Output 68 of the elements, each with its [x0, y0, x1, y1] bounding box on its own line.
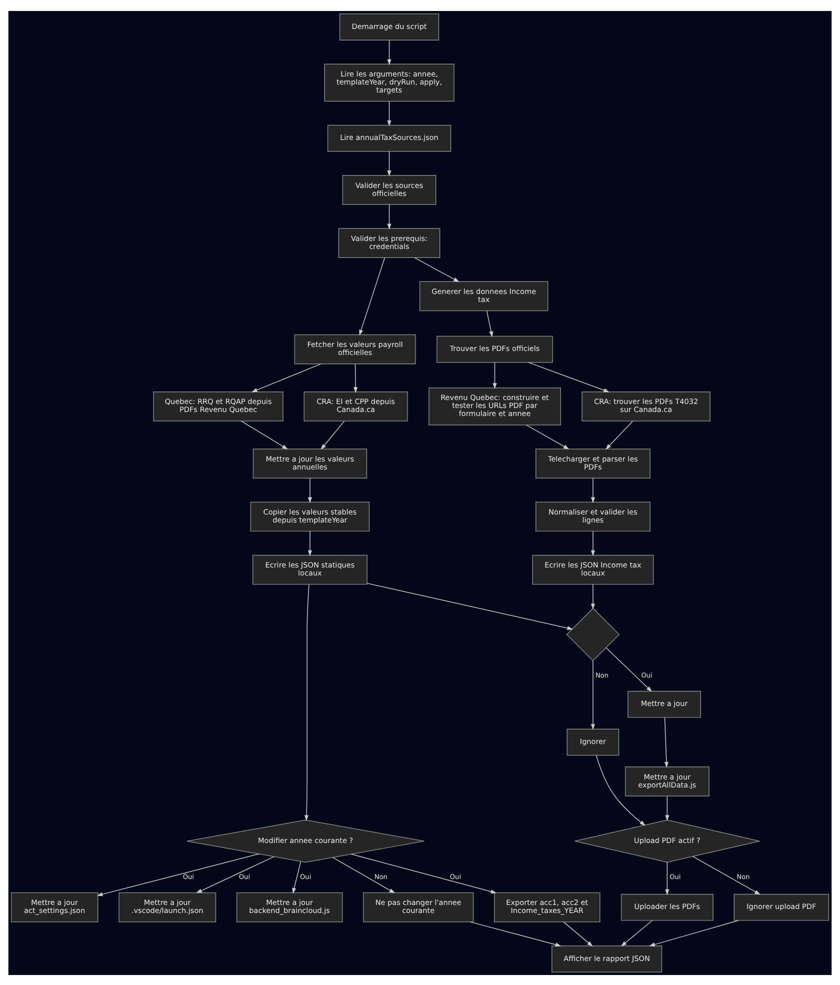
arrow [414, 256, 460, 282]
arrow [292, 860, 302, 894]
node-box: Telecharger et parser les PDFs [536, 448, 650, 478]
node-box: Mettre a jour exportAllData.js [624, 766, 710, 796]
arrow [665, 795, 670, 820]
arrow [387, 39, 392, 65]
arrow [387, 100, 392, 126]
node-box: Ne pas changer l'annee courante [363, 892, 474, 922]
node-box: Ecrire les JSON Income tax locaux [532, 554, 654, 584]
arrow [692, 856, 760, 894]
arrow [606, 646, 652, 692]
node-box: Copier les valeurs stables depuis templateYear [250, 501, 370, 532]
arrow [590, 660, 596, 730]
node-box: Normaliser et valider les lignes [536, 501, 650, 532]
node-box: Mettre a jour act_settings.json [10, 892, 98, 922]
node-box: Ignorer upload PDF [734, 893, 830, 920]
arrow [528, 362, 610, 392]
node-box: Fetcher les valeurs payroll officielles [294, 334, 416, 364]
arrow [620, 920, 653, 946]
arrow [492, 362, 497, 388]
arrow [590, 530, 596, 556]
arrow [470, 921, 562, 946]
arrow [590, 477, 596, 503]
arrow [486, 310, 494, 337]
arrow [359, 256, 386, 336]
arrow [308, 530, 312, 556]
arrow [320, 420, 345, 450]
node-box: Mettre a jour les valeurs annuelles [252, 448, 368, 478]
arrow [96, 853, 260, 896]
node-box: Valider les prerequis: credentials [338, 228, 440, 258]
arrow [332, 856, 396, 893]
node-box: Generer les donnees Income tax [419, 280, 548, 311]
node-box: Lire les arguments: annee, templateYear, dryRun, apply, targets [324, 63, 454, 102]
arrow [563, 921, 593, 946]
arrow [196, 856, 274, 893]
node-box: Ignorer [566, 728, 620, 756]
arrow [350, 853, 497, 894]
arrow [304, 584, 310, 821]
arrow [596, 754, 646, 826]
arrow [251, 363, 322, 392]
node-box: Lire annualTaxSources.json [327, 124, 452, 152]
arrow [649, 920, 739, 946]
node-diamond: Modifier annee courante ? [186, 819, 425, 862]
node-box: Exporter acc1, acc2 et Income_taxes_YEAR [494, 892, 600, 922]
node-box: Valider les sources officielles [342, 174, 436, 204]
arrow [590, 584, 596, 609]
node-box: Mettre a jour backend_braincloud.js [236, 892, 343, 922]
node-box: CRA: trouver les PDFs T4032 sur Canada.ca [582, 391, 710, 421]
arrow [240, 420, 288, 449]
arrow [308, 477, 312, 503]
node-box: Demarrage du script [339, 13, 440, 40]
arrow [354, 363, 358, 392]
node-box: Quebec: RRQ et RQAP depuis PDFs Revenu Quebec [153, 391, 284, 421]
arrow [366, 582, 574, 630]
node-box: Afficher le rapport JSON [552, 945, 662, 972]
arrow [605, 420, 634, 450]
node-box: Uploader les PDFs [620, 893, 714, 920]
node-box: Mettre a jour .vscode/launch.json [118, 892, 216, 922]
arrow [665, 861, 670, 895]
node-box: Ecrire les JSON statiques locaux [252, 554, 368, 584]
arrow [664, 716, 668, 768]
arrow [526, 424, 570, 449]
node-box: Mettre a jour [628, 690, 702, 718]
node-box: Revenu Quebec: construire et tester les URLs PDF par formulaire et annee [428, 387, 561, 425]
node-box: CRA: EI et CPP depuis Canada.ca [304, 391, 408, 421]
arrow [387, 204, 392, 230]
arrow [387, 150, 392, 176]
node-box: Trouver les PDFs officiels [436, 335, 553, 362]
